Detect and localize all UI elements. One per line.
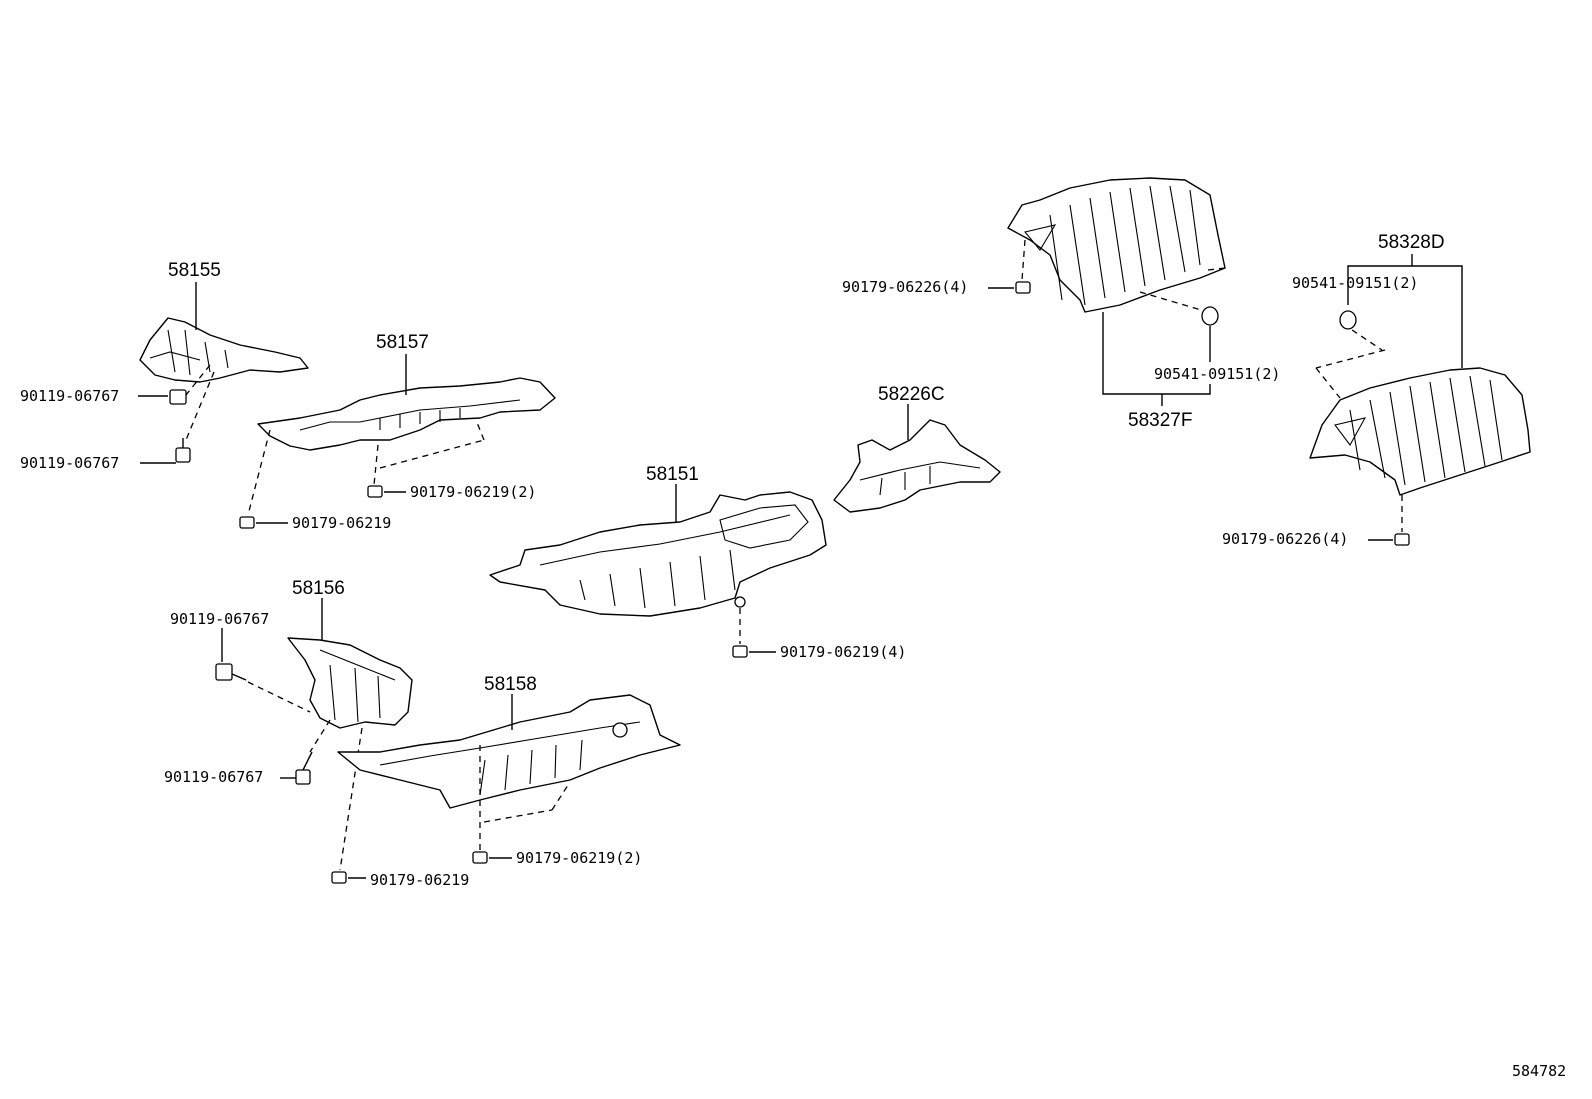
part-58151[interactable] [489,491,827,617]
clip-icon[interactable] [1201,306,1219,362]
label-58328d[interactable]: 58328D [1378,232,1445,253]
label-nut-58151-4[interactable]: 90179-06219(4) [780,643,906,661]
part-58158[interactable] [337,694,681,809]
part-58155[interactable] [139,317,309,383]
leader-58327f [1102,312,1211,395]
label-nut-58328d-4[interactable]: 90179-06226(4) [1222,530,1348,548]
label-58157[interactable]: 58157 [376,332,429,353]
clip-icon[interactable] [1339,310,1357,330]
nut-icon[interactable] [367,485,406,498]
bolt-icon[interactable] [140,438,191,464]
label-clip-58328d[interactable]: 90541-09151(2) [1292,274,1418,292]
part-58157[interactable] [257,377,556,451]
nut-icon[interactable] [732,645,776,658]
label-bolt-d[interactable]: 90119-06767 [164,768,263,786]
label-58158[interactable]: 58158 [484,674,537,695]
label-58155[interactable]: 58155 [168,260,221,281]
label-nut-58327f-4[interactable]: 90179-06226(4) [842,278,968,296]
label-58226c[interactable]: 58226C [878,384,945,405]
label-nut-58157[interactable]: 90179-06219 [292,514,391,532]
leader-58328d [1347,265,1463,368]
label-nut-58156[interactable]: 90179-06219 [370,871,469,889]
bolt-icon[interactable] [138,389,187,405]
label-58151[interactable]: 58151 [646,464,699,485]
label-nut-58157-2[interactable]: 90179-06219(2) [410,483,536,501]
label-58327f[interactable]: 58327F [1128,410,1192,431]
label-bolt-b[interactable]: 90119-06767 [20,454,119,472]
label-clip-58327f[interactable]: 90541-09151(2) [1154,365,1280,383]
part-58156[interactable] [287,637,413,729]
nut-icon[interactable] [988,281,1031,294]
label-bolt-c[interactable]: 90119-06767 [170,610,269,628]
label-nut-58158-2[interactable]: 90179-06219(2) [516,849,642,867]
part-58226c[interactable] [833,419,1001,513]
bolt-icon[interactable] [215,628,247,681]
nut-icon[interactable] [472,851,512,864]
nut-icon[interactable] [239,516,288,529]
nut-icon[interactable] [331,871,366,884]
bolt-icon[interactable] [280,751,313,785]
diagram-reference-number: 584782 [1512,1062,1566,1080]
label-bolt-a[interactable]: 90119-06767 [20,387,119,405]
label-58156[interactable]: 58156 [292,578,345,599]
part-58328d[interactable] [1309,367,1531,496]
part-58327f[interactable] [1007,177,1226,313]
nut-icon[interactable] [1368,533,1410,546]
